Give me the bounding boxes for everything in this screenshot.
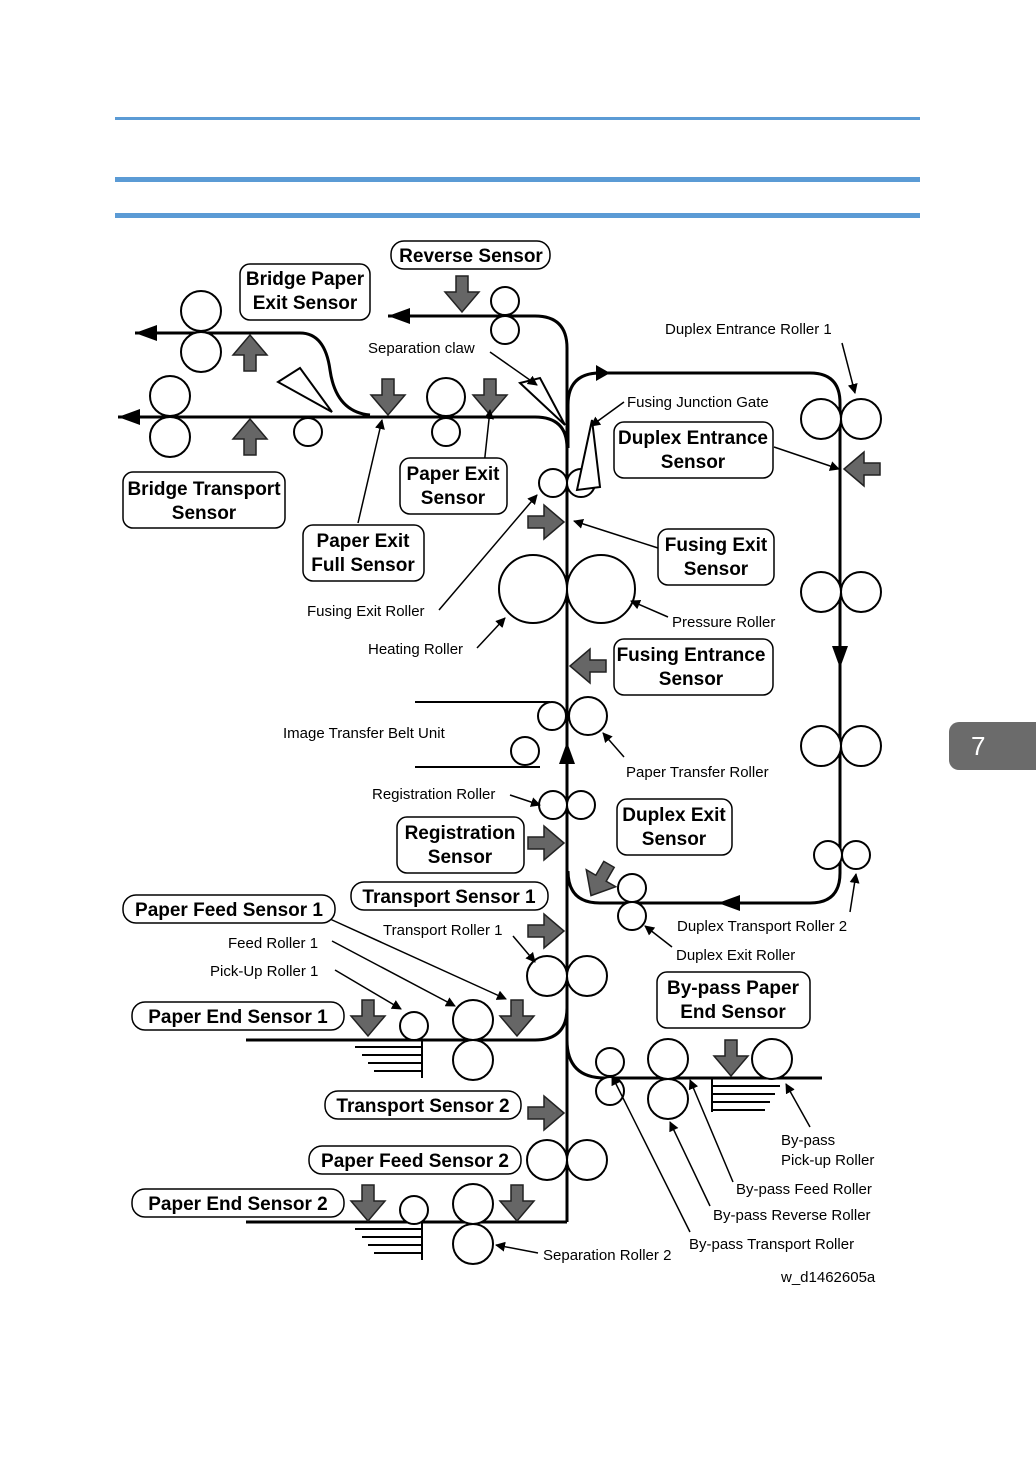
paper-transfer-roller-label: Paper Transfer Roller <box>626 764 769 781</box>
main-vertical-path <box>388 314 569 1222</box>
duplex-exit-sensor-box <box>616 798 733 856</box>
fusing-exit-roller-label: Fusing Exit Roller <box>307 603 425 620</box>
transport-sensor-1-label: Transport Sensor 1 <box>362 887 536 908</box>
separation-roller-2-label: Separation Roller 2 <box>543 1247 671 1264</box>
bypass-paper-end-sensor-label-1: By-pass Paper <box>667 978 800 999</box>
bridge-transport-sensor-label-1: Bridge Transport <box>127 479 281 500</box>
heating-roller <box>498 554 568 624</box>
pressure-roller <box>566 554 636 624</box>
transport-sensor-1-box <box>350 881 549 911</box>
duplex-exit-sensor-label-2: Sensor <box>642 829 707 850</box>
bypass-paper-end-sensor-label-2: End Sensor <box>680 1002 786 1023</box>
registration-roller-label: Registration Roller <box>372 786 495 803</box>
paper-exit-full-sensor-box <box>302 524 425 582</box>
fusing-entrance-sensor-box <box>613 638 774 696</box>
paper-end-sensor-2-box <box>131 1188 345 1218</box>
leader-lines <box>329 342 860 1254</box>
figure-id: w_d1462605a <box>780 1269 876 1286</box>
reverse-sensor-label: Reverse Sensor <box>399 246 543 267</box>
feed-roller-1-label: Feed Roller 1 <box>228 935 318 952</box>
pickup-roller-1-label: Pick-Up Roller 1 <box>210 963 318 980</box>
bridge-paper-exit-sensor-label-2: Exit Sensor <box>253 293 358 314</box>
bypass-feed-roller-label: By-pass Feed Roller <box>736 1181 872 1198</box>
paper-exit-sensor-label-2: Sensor <box>421 488 486 509</box>
fusing-entrance-sensor-label-2: Sensor <box>659 669 724 690</box>
paper-feed-sensor-1-box <box>122 894 336 924</box>
transport-roller-1-label: Transport Roller 1 <box>383 922 503 939</box>
pressure-roller-label: Pressure Roller <box>672 614 775 631</box>
bridge-transport-sensor-label-2: Sensor <box>172 503 237 524</box>
paper-feed-sensor-2-label: Paper Feed Sensor 2 <box>321 1151 509 1172</box>
fusing-entrance-sensor-label-1: Fusing Entrance <box>617 645 766 666</box>
paper-exit-full-sensor-label-2: Full Sensor <box>311 555 415 576</box>
fusing-junction-gate <box>575 419 602 492</box>
bridge-transport-sensor-box <box>122 471 286 529</box>
path-direction-arrows <box>118 308 848 911</box>
paper-feed-sensor-1-label: Paper Feed Sensor 1 <box>135 900 323 921</box>
fusing-exit-sensor-box <box>657 528 775 586</box>
bypass-reverse-roller-label: By-pass Reverse Roller <box>713 1207 871 1224</box>
fusing-exit-sensor-label-1: Fusing Exit <box>665 535 768 556</box>
bypass-pickup-roller-label-1: By-pass <box>781 1132 835 1149</box>
paper-end-sensor-1-label: Paper End Sensor 1 <box>148 1007 328 1028</box>
paper-stacks <box>355 1040 780 1260</box>
duplex-loop-path <box>566 371 842 905</box>
duplex-exit-roller-label: Duplex Exit Roller <box>676 947 795 964</box>
bridge-paper-exit-sensor-box <box>239 263 371 321</box>
header-rule-thin <box>115 117 920 120</box>
duplex-entrance-sensor-label-1: Duplex Entrance <box>618 428 768 449</box>
reverse-sensor-box <box>390 240 551 270</box>
header-rule-thick-bottom <box>115 213 920 218</box>
paper-exit-sensor-label-1: Paper Exit <box>407 464 501 485</box>
duplex-entrance-roller-1-label: Duplex Entrance Roller 1 <box>665 321 832 338</box>
registration-sensor-label-1: Registration <box>405 823 516 844</box>
paper-exit-full-sensor-label-1: Paper Exit <box>317 531 411 552</box>
transport-sensor-2-box <box>324 1090 522 1120</box>
fusing-exit-sensor-label-2: Sensor <box>684 559 749 580</box>
duplex-transport-roller-2-label: Duplex Transport Roller 2 <box>677 918 847 935</box>
tray1-path <box>246 1007 569 1042</box>
separation-claw-left <box>276 366 333 413</box>
bypass-paper-end-sensor-box <box>656 971 811 1029</box>
paper-exit-sensor-box <box>399 457 508 515</box>
bridge-exit-path <box>135 331 371 417</box>
duplex-entrance-sensor-label-2: Sensor <box>661 452 726 473</box>
duplex-entrance-sensor-box <box>613 421 774 479</box>
paper-feed-sensor-2-box <box>308 1145 522 1175</box>
transport-sensor-2-label: Transport Sensor 2 <box>336 1096 509 1117</box>
bypass-pickup-roller-label-2: Pick-up Roller <box>781 1152 874 1169</box>
paper-end-sensor-1-box <box>131 1001 345 1031</box>
heating-roller-label: Heating Roller <box>368 641 463 658</box>
registration-sensor-box <box>396 816 525 874</box>
bypass-transport-roller-label: By-pass Transport Roller <box>689 1236 854 1253</box>
duplex-exit-sensor-label-1: Duplex Exit <box>622 805 726 826</box>
bridge-paper-exit-sensor-label-1: Bridge Paper <box>246 269 365 290</box>
fusing-junction-gate-label: Fusing Junction Gate <box>627 394 769 411</box>
paper-end-sensor-2-label: Paper End Sensor 2 <box>148 1194 328 1215</box>
separation-claw-label: Separation claw <box>368 340 475 357</box>
rollers <box>149 286 882 1265</box>
registration-sensor-label-2: Sensor <box>428 847 493 868</box>
image-transfer-belt-unit-label: Image Transfer Belt Unit <box>283 725 446 742</box>
header-rule-thick-top <box>115 177 920 182</box>
chapter-tab[interactable]: 7 <box>949 722 1036 770</box>
